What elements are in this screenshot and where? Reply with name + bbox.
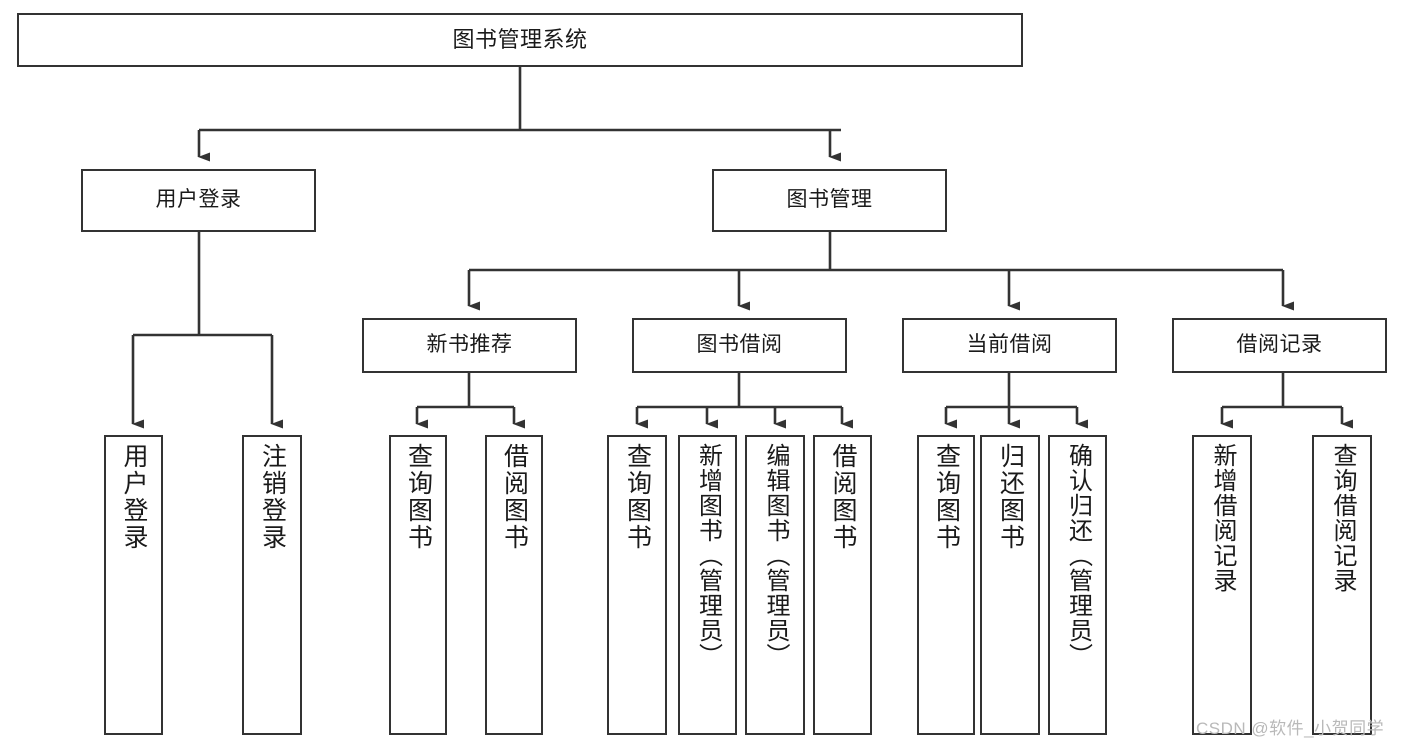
node-current-borrow[interactable]: 当前借阅 [902,318,1117,373]
node-label: 新增借阅记录 [1209,443,1236,593]
node-user-login[interactable]: 用户登录 [81,169,316,232]
node-label: 借阅记录 [1236,333,1323,357]
leaf-borrow-add-book-admin[interactable]: 新增图书（管理员） [678,435,737,735]
leaf-current-query-book[interactable]: 查询图书 [917,435,975,735]
node-book-borrow[interactable]: 图书借阅 [632,318,847,373]
node-label: 查询图书 [932,443,961,551]
leaf-user-login-signin[interactable]: 用户登录 [104,435,163,735]
node-label: 归还图书 [996,443,1025,551]
node-label: 图书借阅 [696,333,783,357]
leaf-borrow-edit-book-admin[interactable]: 编辑图书（管理员） [745,435,805,735]
node-label: 用户登录 [155,188,242,212]
node-label: 当前借阅 [966,333,1053,357]
node-label: 查询借阅记录 [1329,443,1356,593]
leaf-current-confirm-return-admin[interactable]: 确认归还（管理员） [1048,435,1107,735]
node-new-book-recommend[interactable]: 新书推荐 [362,318,577,373]
leaf-recommend-borrow-book[interactable]: 借阅图书 [485,435,543,735]
node-label: 新增图书（管理员） [694,443,722,668]
leaf-borrow-query-book[interactable]: 查询图书 [607,435,667,735]
node-borrow-record[interactable]: 借阅记录 [1172,318,1387,373]
leaf-record-query-record[interactable]: 查询借阅记录 [1312,435,1372,735]
node-label: 图书管理 [786,188,873,212]
node-label: 图书管理系统 [452,27,588,53]
node-label: 查询图书 [623,443,652,551]
leaf-borrow-borrow-book[interactable]: 借阅图书 [813,435,872,735]
node-root-system[interactable]: 图书管理系统 [17,13,1023,67]
leaf-current-return-book[interactable]: 归还图书 [980,435,1040,735]
node-label: 用户登录 [120,443,148,551]
node-label: 借阅图书 [829,443,857,551]
node-book-management[interactable]: 图书管理 [712,169,947,232]
node-label: 借阅图书 [500,443,529,551]
watermark: CSDN @软件_小贺同学 [1196,719,1385,738]
leaf-record-add-record[interactable]: 新增借阅记录 [1192,435,1252,735]
node-label: 注销登录 [258,443,287,551]
node-label: 确认归还（管理员） [1064,443,1092,668]
leaf-recommend-query-book[interactable]: 查询图书 [389,435,447,735]
node-label: 编辑图书（管理员） [762,443,789,668]
node-label: 新书推荐 [426,333,513,357]
leaf-user-login-signout[interactable]: 注销登录 [242,435,302,735]
node-label: 查询图书 [404,443,433,551]
